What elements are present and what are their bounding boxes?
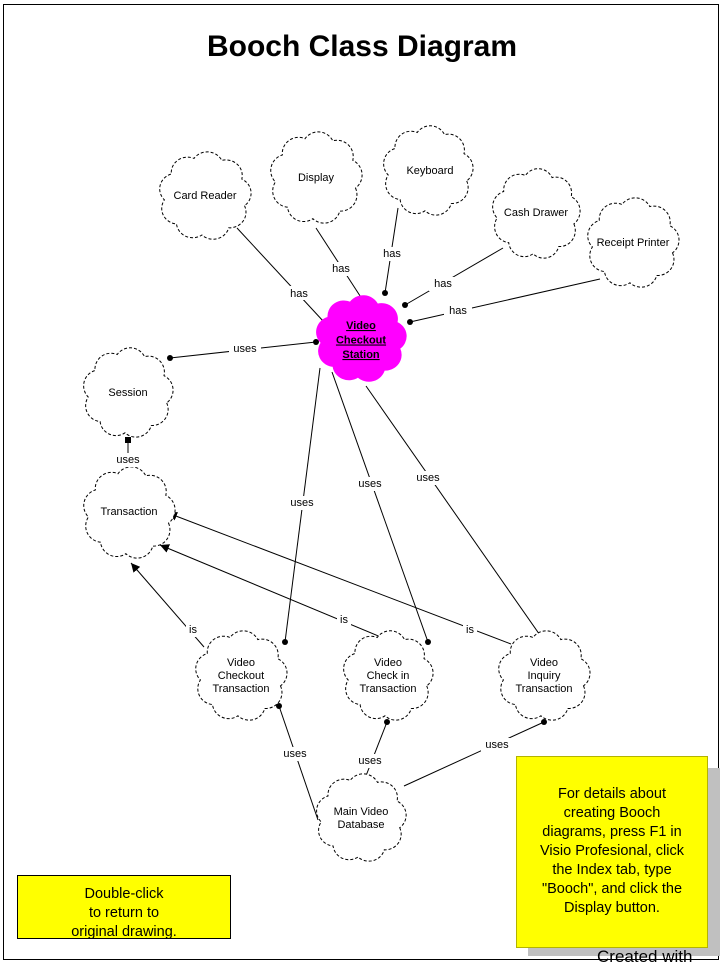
endpoint-dot	[282, 639, 288, 645]
class-name-display[interactable]: Display	[298, 172, 335, 184]
label-database-checkin-uses: uses	[358, 755, 382, 767]
line-station-inquiry-uses	[365, 385, 543, 639]
cloud-display[interactable]	[270, 131, 363, 224]
label-session-transaction-uses: uses	[116, 454, 140, 466]
class-name-transaction[interactable]: Transaction	[100, 506, 157, 518]
class-names: Card Reader Display Keyboard Cash Drawer…	[100, 165, 669, 831]
label-receipt-printer-has: has	[449, 305, 467, 317]
line-database-inquiry-uses	[403, 721, 545, 787]
line-receipt-printer-has	[409, 278, 601, 323]
line-station-checkin-uses	[331, 371, 429, 643]
class-name-keyboard[interactable]: Keyboard	[406, 165, 453, 177]
label-checkout-is: is	[189, 624, 197, 636]
line-inquiry-is-transaction	[167, 512, 512, 645]
cloud-video-inquiry-transaction[interactable]	[498, 630, 591, 721]
label-station-checkin-uses: uses	[358, 478, 382, 490]
relation-labels: has has has has has uses uses uses uses …	[112, 247, 513, 768]
page-title: Booch Class Diagram	[206, 30, 518, 63]
cloud-session[interactable]	[83, 347, 174, 438]
class-name-cash-drawer[interactable]: Cash Drawer	[504, 207, 569, 219]
cloud-card-reader[interactable]	[159, 151, 252, 240]
label-checkin-is: is	[340, 614, 348, 626]
label-station-inquiry-uses: uses	[416, 472, 440, 484]
cloud-video-checkout-station[interactable]	[316, 295, 407, 382]
return-to-drawing-note[interactable]: Double-click to return to original drawi…	[17, 875, 231, 940]
endpoint-dot	[402, 302, 408, 308]
label-display-has: has	[332, 263, 350, 275]
class-clouds	[83, 125, 680, 862]
endpoint-dot	[382, 290, 388, 296]
label-inquiry-is: is	[466, 624, 474, 636]
endpoint-dot	[167, 355, 173, 361]
line-cash-drawer-has	[404, 247, 504, 306]
line-card-reader-has	[236, 227, 325, 323]
endpoint-dot	[276, 703, 282, 709]
class-name-card-reader[interactable]: Card Reader	[174, 190, 237, 202]
class-name-receipt-printer[interactable]: Receipt Printer	[597, 237, 670, 249]
label-session-uses: uses	[233, 343, 257, 355]
endpoint-dot	[425, 639, 431, 645]
label-cash-drawer-has: has	[434, 278, 452, 290]
cloud-video-checkout-transaction[interactable]	[195, 630, 288, 721]
cloud-cash-drawer[interactable]	[492, 168, 581, 259]
session-transaction-link-mark	[125, 437, 131, 443]
footer-created-with: Created with	[597, 947, 693, 966]
cloud-transaction[interactable]	[83, 466, 176, 559]
class-name-session[interactable]: Session	[108, 387, 147, 399]
details-note: For details about creating Booch diagram…	[516, 756, 708, 948]
cloud-main-video-database[interactable]	[316, 773, 407, 862]
label-database-inquiry-uses: uses	[485, 739, 509, 751]
cloud-video-checkin-transaction[interactable]	[343, 630, 434, 721]
endpoint-dot	[384, 719, 390, 725]
label-card-reader-has: has	[290, 288, 308, 300]
cloud-keyboard[interactable]	[383, 125, 474, 216]
endpoint-dot	[407, 319, 413, 325]
label-keyboard-has: has	[383, 248, 401, 260]
cloud-receipt-printer[interactable]	[587, 197, 680, 288]
endpoint-dot	[541, 719, 547, 725]
line-database-checkout-uses	[278, 705, 319, 821]
endpoint-dot	[313, 339, 319, 345]
label-station-checkout-uses: uses	[290, 497, 314, 509]
label-database-checkout-uses: uses	[283, 748, 307, 760]
